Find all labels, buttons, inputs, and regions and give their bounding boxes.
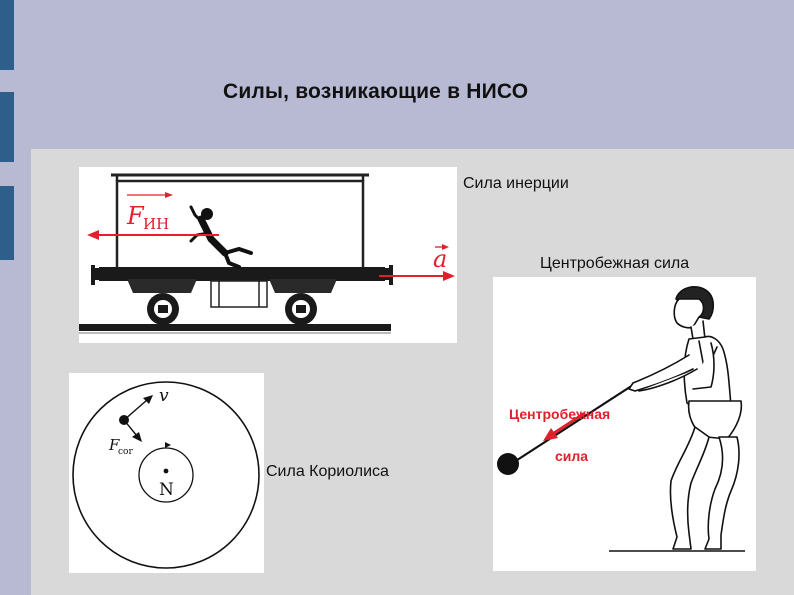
centrifugal-caption: Центробежная сила: [540, 255, 690, 272]
centrifugal-arrow: [550, 411, 586, 437]
wheel: [147, 293, 179, 325]
accent-bar: [0, 0, 14, 70]
coriolis-force-arrow: [123, 419, 138, 437]
hammer-ball: [497, 453, 519, 475]
coriolis-figure: N v F cor: [69, 373, 264, 573]
car-frame: [99, 267, 385, 281]
bogie: [269, 279, 337, 293]
wheel: [285, 293, 317, 325]
center-label: N: [159, 480, 174, 500]
falling-person: [189, 205, 253, 269]
inertia-force-subscript: ИН: [143, 215, 169, 233]
coriolis-force-subscript: cor: [118, 447, 133, 457]
velocity-arrow: [123, 399, 148, 421]
inertia-force-symbol: F: [126, 202, 145, 230]
inertia-caption: Сила инерции: [463, 175, 569, 192]
acceleration-symbol: a: [433, 245, 447, 273]
rail: [79, 324, 391, 331]
coriolis-caption: Сила Кориолиса: [266, 463, 389, 480]
hammer-wire: [510, 384, 634, 465]
hammer-thrower-drawing: Центробежная сила: [497, 286, 745, 552]
centrifugal-label-line1: Центробежная: [509, 406, 610, 422]
accent-bar: [0, 92, 14, 162]
car-body: [115, 179, 365, 275]
inner-circle: [138, 447, 194, 503]
rotation-arrow: [165, 442, 171, 448]
slide-title: Силы, возникающие в НИСО: [223, 80, 529, 103]
coriolis-force-symbol: F: [108, 436, 120, 454]
bogie: [127, 279, 197, 293]
railcar-drawing: F ИН a: [79, 173, 455, 334]
rotating-disk: [72, 381, 260, 569]
hammer-thrower-figure: Центробежная сила: [493, 277, 756, 571]
velocity-label: v: [159, 386, 169, 406]
athlete: [628, 286, 743, 550]
centrifugal-label-line2: сила: [555, 448, 588, 464]
center-dot: [163, 468, 169, 474]
coriolis-drawing: N v F cor: [72, 381, 260, 569]
accent-bar: [0, 186, 14, 260]
railcar-figure: F ИН a: [79, 167, 457, 343]
